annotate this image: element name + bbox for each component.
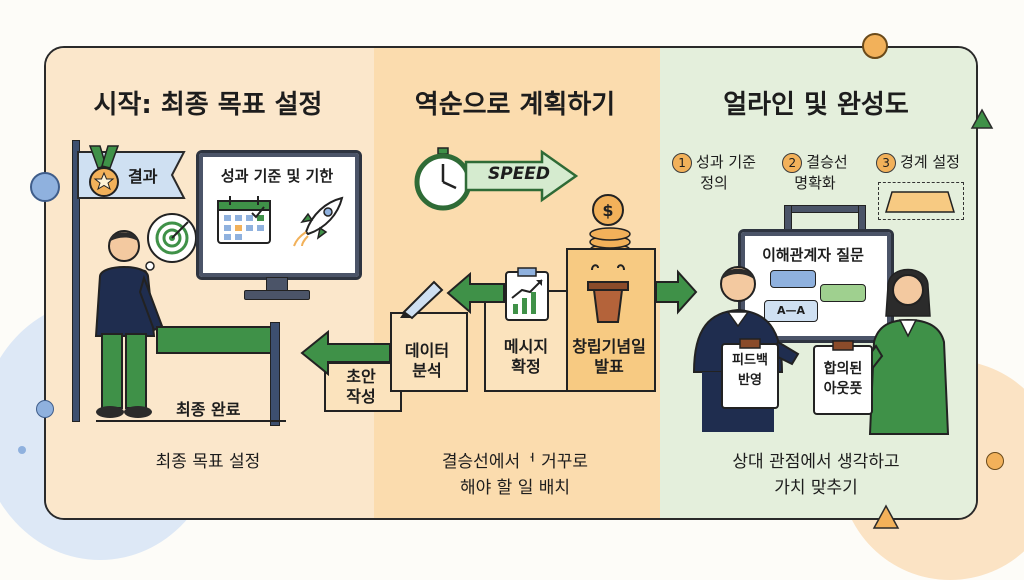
speech-bubble-3: A—A [764, 300, 818, 322]
boundary-trapezoid [884, 191, 956, 213]
feedback-line1: 피드백 [732, 353, 768, 368]
decor-green-triangle [970, 108, 994, 129]
step-draft-line1: 초안 [346, 367, 376, 386]
step-box-draft [324, 362, 402, 412]
ground-line [96, 420, 286, 422]
rocket-icon [293, 196, 344, 247]
pen-icon [400, 280, 444, 320]
arrow-right-3 [655, 269, 698, 315]
panel-1-caption: 최종 목표 설정 [155, 452, 261, 472]
step-announce-line1: 창립기념일 [572, 337, 646, 356]
panel-2-title: 역순으로 계획하기 [414, 90, 616, 120]
numbered-item-3-line1: 경계 설정 [900, 153, 960, 171]
panel-1-title: 시작: 최종 목표 설정 [93, 90, 323, 120]
speech-bubble-1 [770, 270, 816, 288]
feedback-line2: 반영 [738, 373, 762, 388]
feedback-clipboard [721, 338, 779, 409]
decor-orange-circle [862, 33, 888, 59]
step-message-line1: 메시지 [503, 337, 549, 356]
panel-3-caption-line1: 상대 관점에서 생각하고 [732, 452, 900, 472]
boundary-dashed-box [878, 182, 964, 220]
step-draft-line2: 작성 [346, 387, 376, 406]
target-thought-bubble [140, 213, 197, 277]
medal-icon [88, 145, 120, 197]
step-data-line2: 분석 [412, 361, 442, 380]
panel-3-caption-line2: 가치 맞추기 [774, 478, 858, 498]
numbered-item-1-line1: 성과 기준 [696, 153, 756, 171]
agreed-output-clipboard [813, 340, 873, 415]
finish-post [270, 322, 280, 426]
number-badge-2: 2 [782, 152, 803, 173]
number-badge-3: 3 [876, 152, 897, 173]
agreed-line2: 아웃풋 [823, 381, 863, 397]
calendar-icon [217, 196, 271, 244]
number-badge-1: 1 [672, 152, 693, 173]
finish-label: 최종 완료 [176, 400, 241, 419]
board-label: 이해관계자 질문 [762, 246, 864, 264]
speech-bubble-2 [820, 284, 866, 302]
panel-3-title: 얼라인 및 완성도 [723, 90, 909, 120]
board-top-bar [784, 205, 866, 213]
decor-blue-dot [36, 400, 54, 418]
panel-2-caption-line1: 결승선에서ᅥ 거꾸로 [441, 452, 589, 472]
numbered-item-2-line2: 명확화 [794, 173, 836, 192]
clock-icon [414, 147, 472, 211]
person-figure [94, 230, 164, 418]
svg-text:$: $ [602, 201, 613, 220]
decor-orange-circle-2 [986, 452, 1004, 470]
step-message-line2: 확정 [511, 357, 541, 376]
decor-small-dot [18, 446, 26, 454]
flagpole [72, 140, 80, 422]
arrow-left-1 [300, 329, 391, 377]
monitor-base [244, 290, 310, 300]
podium-icon [587, 264, 629, 323]
decor-orange-triangle [872, 504, 900, 529]
speed-label: SPEED [487, 164, 551, 184]
finish-banner [156, 326, 278, 354]
panel-2-caption-line2: 해야 할 일 배치 [459, 478, 571, 498]
step-announce-line2: 발표 [594, 357, 624, 376]
monitor-label: 성과 기준 및 기한 [220, 167, 334, 185]
step-data-line1: 데이터 [404, 341, 450, 360]
agreed-line1: 합의된 [823, 361, 863, 377]
decor-blue-circle [30, 172, 60, 202]
woman-figure [858, 268, 950, 435]
numbered-item-2-line1: 결승선 [806, 153, 848, 171]
chart-clipboard-icon [505, 267, 549, 321]
flag-label: 결과 [128, 167, 158, 186]
numbered-item-1-line2: 정의 [700, 173, 728, 192]
speed-arrow [464, 149, 579, 203]
arrow-left-2 [446, 271, 505, 315]
